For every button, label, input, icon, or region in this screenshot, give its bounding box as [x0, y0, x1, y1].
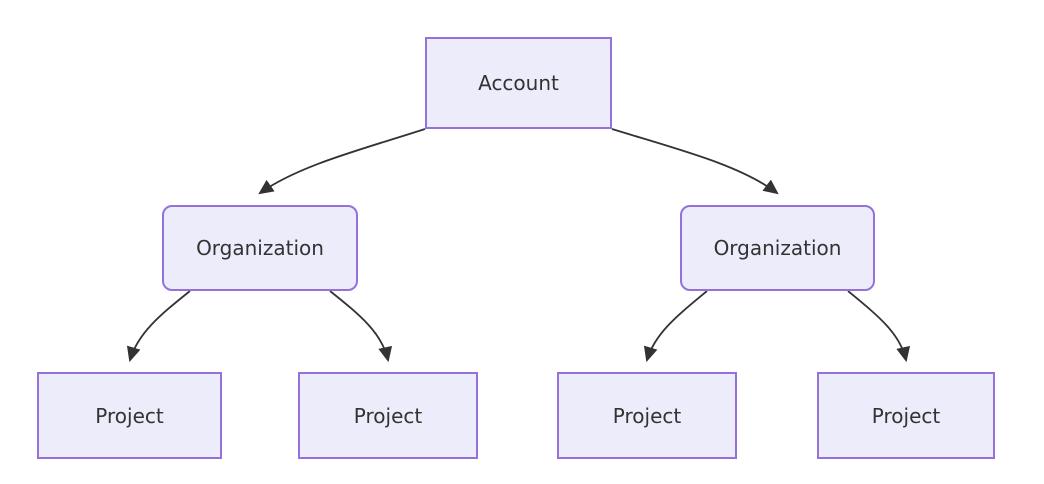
node-organization-left-label: Organization — [196, 236, 324, 260]
node-project-1-label: Project — [95, 403, 164, 428]
node-project-2-label: Project — [353, 403, 423, 428]
node-project-4[interactable]: Project — [817, 372, 995, 459]
edge-org-right-project-4 — [847, 290, 911, 363]
edge-org-left-project-1 — [126, 290, 191, 363]
node-organization-left[interactable]: Organization — [162, 205, 358, 291]
node-account-label: Account — [478, 71, 559, 95]
node-organization-right[interactable]: Organization — [680, 205, 875, 291]
edge-account-org-left — [258, 128, 426, 195]
edge-account-org-right — [611, 128, 779, 195]
node-project-4-label: Project — [871, 403, 941, 428]
edge-org-right-project-3 — [643, 290, 708, 363]
node-organization-right-label: Organization — [713, 236, 842, 260]
node-project-1[interactable]: Project — [37, 372, 222, 459]
node-project-3[interactable]: Project — [557, 372, 737, 459]
edge-org-left-project-2 — [329, 290, 393, 363]
node-account[interactable]: Account — [425, 37, 612, 129]
node-project-3-label: Project — [612, 403, 682, 428]
node-project-2[interactable]: Project — [298, 372, 478, 459]
